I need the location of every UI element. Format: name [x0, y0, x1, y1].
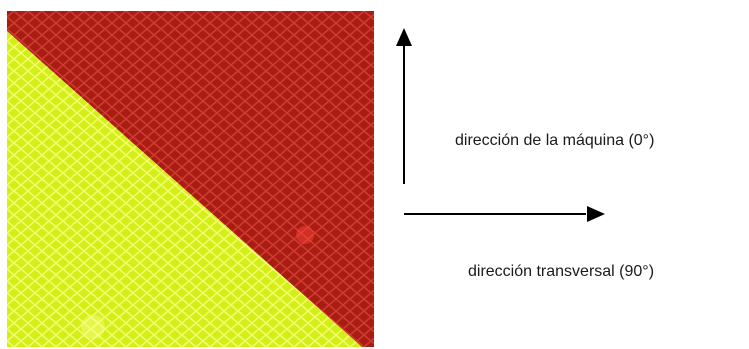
yellow-region-pattern [7, 31, 362, 347]
red-region-pattern [7, 11, 374, 347]
transverse-direction-label: dirección transversal (90°) [468, 263, 655, 280]
reflective-sheeting-sample [7, 11, 374, 347]
machine-direction-label: dirección de la máquina (0°) [455, 132, 655, 149]
red-highlight [296, 226, 314, 244]
yellow-highlight [81, 315, 105, 339]
